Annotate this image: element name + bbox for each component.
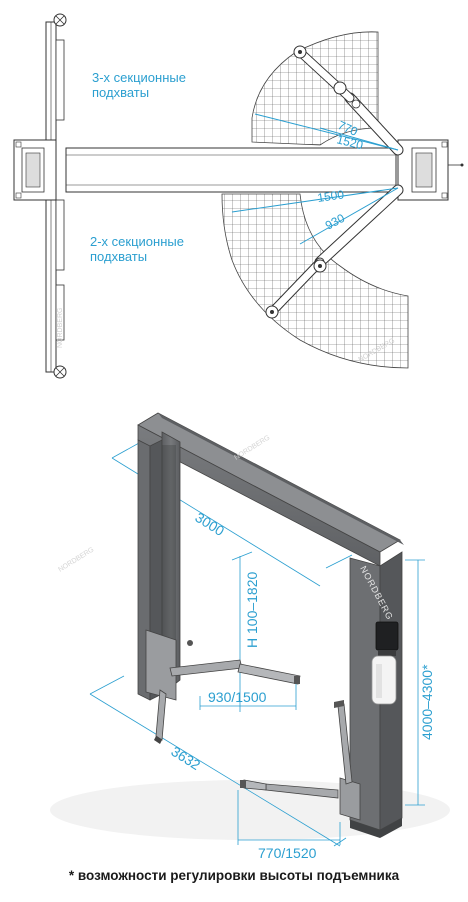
dim-long-arm: 770/1520 [258, 845, 317, 861]
upper-arm [293, 45, 404, 156]
label-3-section-line2: подхваты [92, 85, 150, 100]
swing-zone-lower [221, 193, 409, 369]
label-3-section-arms: 3-х секционные подхваты [92, 70, 186, 100]
dim-1520: 1520 [335, 132, 365, 152]
dim-depth: 3632 [168, 743, 203, 773]
watermark-top: NORDBERG [57, 308, 64, 348]
dim-total-height: 4000–4300* [419, 664, 435, 740]
watermark-iso-1: NORDBERG [233, 434, 271, 461]
watermark-iso-2: NORDBERG [57, 546, 95, 573]
lower-arm [265, 184, 404, 319]
swing-zone-upper [251, 31, 379, 146]
dim-width: 3000 [192, 509, 227, 539]
dim-short-arm: 930/1500 [208, 689, 267, 705]
footnote: * возможности регулировки высоты подъемн… [68, 868, 400, 883]
dim-1500: 1500 [316, 187, 345, 205]
label-2-section-line1: 2-х секционные [90, 234, 184, 249]
label-2-section-arms: 2-х секционные подхваты [90, 234, 184, 264]
swing-zone-lower-right [270, 194, 300, 205]
label-3-section-line1: 3-х секционные [92, 70, 186, 85]
label-2-section-line2: подхваты [90, 249, 148, 264]
dim-lift-height: H 100–1820 [244, 571, 260, 648]
iso-view: NORDBERG 3000 H 100–1820 930/1500 3632 7… [50, 412, 450, 861]
top-view: 770 1520 1500 930 NORDBERG NORDBERG [13, 13, 464, 379]
